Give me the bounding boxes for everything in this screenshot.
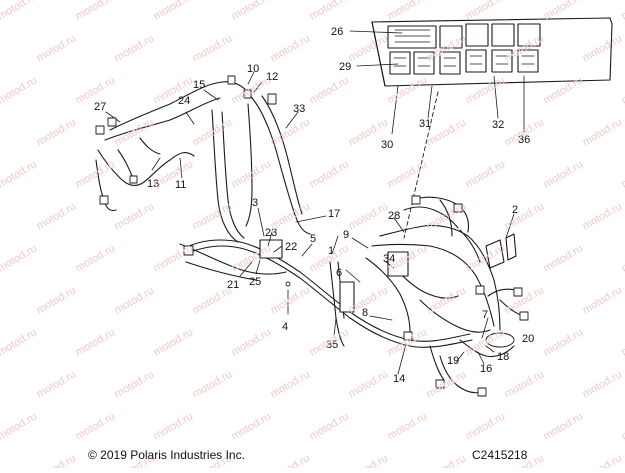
callout-13: 13 — [147, 178, 159, 190]
callout-4: 4 — [282, 321, 288, 333]
callout-15: 15 — [193, 79, 205, 91]
callout-2: 2 — [512, 204, 518, 216]
copyright-text: © 2019 Polaris Industries Inc. — [88, 448, 245, 462]
callout-11: 11 — [175, 179, 186, 191]
callout-30: 30 — [381, 139, 393, 151]
callout-27: 27 — [94, 101, 106, 113]
callout-5: 5 — [310, 233, 316, 245]
callout-29: 29 — [339, 61, 351, 73]
callout-16: 16 — [480, 363, 492, 375]
callout-21: 21 — [227, 279, 239, 291]
callout-28: 28 — [388, 210, 400, 222]
callout-26: 26 — [331, 26, 343, 38]
diagram-code: C2415218 — [472, 448, 527, 462]
callout-12: 12 — [266, 71, 278, 83]
callout-34: 34 — [383, 253, 395, 265]
callout-3: 3 — [252, 197, 258, 209]
callout-14: 14 — [393, 373, 405, 385]
callout-10: 10 — [247, 63, 259, 75]
upper-left-branch-b — [105, 98, 220, 140]
center-down-branch — [212, 110, 238, 242]
fuse-box-link — [404, 92, 438, 238]
callout-9: 9 — [343, 229, 349, 241]
callout-35: 35 — [326, 339, 338, 351]
callout-23: 23 — [265, 227, 277, 239]
callout-25: 25 — [249, 276, 261, 288]
connector-block — [340, 282, 354, 312]
callout-22: 22 — [285, 241, 297, 253]
callout-20: 20 — [522, 333, 534, 345]
callout-31: 31 — [419, 118, 431, 130]
callout-8: 8 — [362, 307, 368, 319]
main-harness-trunk-b — [185, 246, 472, 347]
callout-36: 36 — [518, 134, 530, 146]
fuse-box — [372, 18, 612, 86]
callout-18: 18 — [497, 351, 509, 363]
callout-7: 7 — [482, 309, 488, 321]
callout-1: 1 — [328, 245, 334, 257]
callout-24: 24 — [178, 95, 190, 107]
callout-19: 19 — [447, 355, 459, 367]
callout-33: 33 — [293, 103, 305, 115]
callout-32: 32 — [492, 119, 504, 131]
callout-17: 17 — [328, 208, 340, 220]
relay-module — [486, 234, 516, 268]
callout-6: 6 — [336, 267, 342, 279]
